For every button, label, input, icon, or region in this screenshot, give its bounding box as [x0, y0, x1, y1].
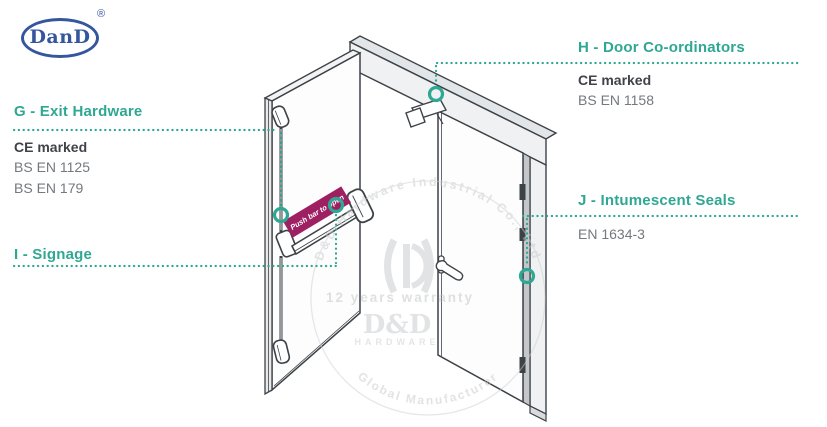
brand-logo-text: DanD: [29, 25, 91, 48]
marker-exit-hardware: [272, 206, 290, 224]
label-intumescent-seals: J - Intumescent Seals: [578, 192, 736, 209]
brand-logo: DanD: [21, 18, 99, 58]
exit-hardware-standard: BS EN 1125: [14, 159, 91, 175]
watermark-warranty-text: 12 years warranty: [326, 290, 474, 305]
leader-lines: [12, 61, 800, 268]
hinge-icon: [519, 184, 526, 200]
door-coordinators-standard: BS EN 1158: [578, 92, 655, 108]
label-signage: I - Signage: [14, 246, 93, 263]
watermark-subname-text: HARDWARE: [355, 337, 440, 347]
door-coordinator-icon: [405, 98, 448, 128]
registered-trademark-icon: ®: [97, 8, 106, 20]
hinge-icon: [519, 228, 526, 241]
label-exit-hardware: G - Exit Hardware: [14, 103, 143, 120]
closed-door-leaf: [435, 109, 526, 404]
marker-intumescent-seals: [518, 267, 536, 285]
marker-signage: [327, 196, 345, 214]
door-coordinators-ce-marked: CE marked: [578, 72, 652, 88]
intumescent-seals-standard: EN 1634-3: [578, 226, 645, 242]
watermark-name-text: D&D: [363, 310, 432, 340]
hinge-icon: [519, 357, 526, 373]
lever-handle-icon: [435, 255, 464, 281]
exit-hardware-ce-marked: CE marked: [14, 139, 88, 155]
marker-door-coordinators: [427, 85, 445, 103]
door-frame: [348, 35, 558, 422]
label-door-coordinators: H - Door Co-ordinators: [578, 39, 745, 56]
exit-hardware-standard: BS EN 179: [14, 180, 84, 196]
top-latch-icon: [271, 105, 290, 129]
bottom-latch-icon: [272, 339, 291, 364]
watermark-monogram-icon: [384, 238, 434, 294]
